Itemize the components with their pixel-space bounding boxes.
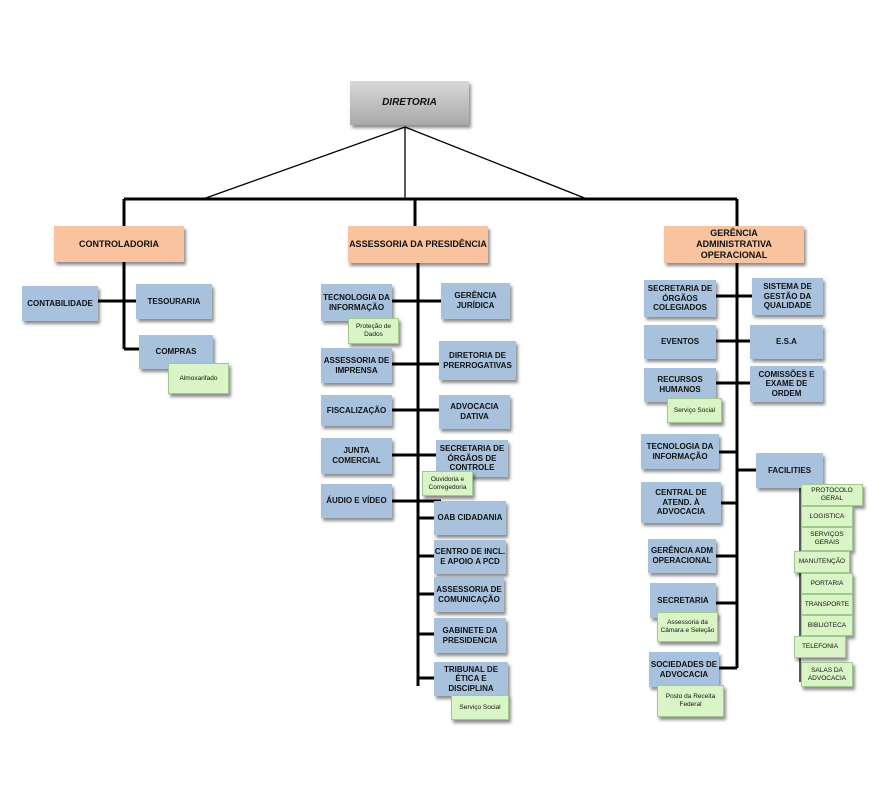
diretoria-prerrogativas-label: DIRETORIA DE PRERROGATIVAS bbox=[443, 350, 512, 370]
fiscalizacao-box: FISCALIZAÇÃO bbox=[321, 395, 392, 426]
servicos-gerais-label: SERVIÇOS GERAIS bbox=[810, 531, 844, 546]
compras-label: COMPRAS bbox=[155, 347, 197, 357]
servico-social-box: Serviço Social bbox=[451, 695, 509, 720]
tecnologia-informacao-box: TECNOLOGIA DA INFORMAÇÃO bbox=[321, 284, 392, 321]
diretoria-prerrogativas-box: DIRETORIA DE PRERROGATIVAS bbox=[439, 341, 516, 380]
protecao-dados-box: Proteção de Dados bbox=[348, 318, 399, 344]
recursos-humanos-box: RECURSOS HUMANOS bbox=[644, 368, 716, 402]
eventos-label: EVENTOS bbox=[660, 337, 700, 347]
comissoes-label: COMISSÕES E EXAME DE ORDEM bbox=[758, 369, 815, 398]
logistica-box: LOGISTICA bbox=[801, 506, 853, 527]
tecnologia-informacao-label: TECNOLOGIA DA INFORMAÇÃO bbox=[323, 292, 390, 312]
sociedades-advocacia-box: SOCIEDADES DE ADVOCACIA bbox=[649, 652, 719, 687]
assessoria-camara-label: Assessoria da Câmara e Seleção bbox=[660, 619, 715, 634]
esa-box: E.S.A bbox=[750, 325, 823, 359]
rh-servico-social-label: Serviço Social bbox=[673, 406, 716, 414]
contabilidade-box: CONTABILIDADE bbox=[22, 286, 98, 321]
central-atendimento-box: CENTRAL DE ATEND. À ADVOCACIA bbox=[641, 482, 721, 523]
posto-receita-box: Posto da Receita Federal bbox=[657, 685, 724, 717]
gerencia-adm-box: GERÊNCIA ADMINISTRATIVA OPERACIONAL bbox=[664, 226, 804, 263]
gabinete-label: GABINETE DA PRESIDENCIA bbox=[442, 625, 498, 645]
advocacia-dativa-box: ADVOCACIA DATIVA bbox=[439, 395, 510, 429]
assessoria-imprensa-box: ASSESSORIA DE IMPRENSA bbox=[321, 348, 392, 383]
protocolo-geral-box: PROTOCOLO GERAL bbox=[801, 484, 863, 506]
sistema-gestao-label: SISTEMA DE GESTÃO DA QUALIDADE bbox=[763, 282, 812, 311]
gerencia-tecnologia-box: TECNOLOGIA DA INFORMAÇÃO bbox=[641, 434, 719, 469]
protecao-dados-label: Proteção de Dados bbox=[355, 323, 392, 338]
manutencao-label: MANUTENÇÃO bbox=[798, 558, 846, 566]
transporte-label: TRANSPORTE bbox=[804, 600, 850, 608]
rh-servico-social-box: Serviço Social bbox=[667, 398, 722, 423]
tesouraria-box: TESOURARIA bbox=[136, 284, 212, 319]
fiscalizacao-label: FISCALIZAÇÃO bbox=[326, 405, 387, 415]
comissoes-box: COMISSÕES E EXAME DE ORDEM bbox=[750, 366, 823, 402]
recursos-humanos-label: RECURSOS HUMANOS bbox=[657, 375, 703, 394]
diretoria-box: DIRETORIA bbox=[350, 81, 469, 125]
biblioteca-label: BIBLIOTECA bbox=[807, 621, 847, 629]
portaria-box: PORTARIA bbox=[801, 573, 853, 594]
facilities-label: FACILITIES bbox=[767, 465, 812, 475]
assessoria-presidencia-box: ASSESSORIA DA PRESIDÊNCIA bbox=[348, 226, 488, 263]
secretaria-label: SECRETARIA bbox=[657, 595, 709, 605]
secretaria-orgaos-controle-label: SECRETARIA DE ÓRGÃOS DE CONTROLE bbox=[439, 444, 505, 473]
ouvidoria-box: Ouvidoria e Corregedoria bbox=[422, 471, 473, 496]
gerencia-adm-label: GERÊNCIA ADMINISTRATIVA OPERACIONAL bbox=[696, 228, 772, 260]
almoxarifado-box: Almoxarifado bbox=[168, 363, 229, 394]
advocacia-dativa-label: ADVOCACIA DATIVA bbox=[450, 402, 499, 421]
logistica-label: LOGISTICA bbox=[809, 512, 845, 520]
biblioteca-box: BIBLIOTECA bbox=[801, 615, 853, 636]
telefonia-label: TELEFONIA bbox=[801, 643, 839, 651]
manutencao-box: MANUTENÇÃO bbox=[794, 551, 850, 573]
junta-comercial-label: JUNTA COMERCIAL bbox=[332, 446, 381, 465]
junta-comercial-box: JUNTA COMERCIAL bbox=[321, 438, 392, 474]
telefonia-box: TELEFONIA bbox=[794, 636, 846, 658]
diretoria-label: DIRETORIA bbox=[382, 97, 437, 108]
assessoria-camara-box: Assessoria da Câmara e Seleção bbox=[657, 612, 718, 642]
assessoria-comunicacao-label: ASSESSORIA DE COMUNICAÇÃO bbox=[436, 584, 502, 604]
salas-advocacia-box: SALAS DA ADVOCACIA bbox=[801, 662, 853, 687]
protocolo-geral-label: PROTOCOLO GERAL bbox=[811, 487, 853, 502]
controladoria-box: CONTROLADORIA bbox=[54, 226, 184, 262]
audio-video-box: ÁUDIO E VÍDEO bbox=[321, 484, 392, 518]
gerencia-tecnologia-label: TECNOLOGIA DA INFORMAÇÃO bbox=[646, 441, 714, 461]
oab-cidadania-label: OAB CIDADANIA bbox=[437, 513, 503, 523]
secretaria-orgaos-controle-box: SECRETARIA DE ÓRGÃOS DE CONTROLE bbox=[436, 440, 508, 477]
tribunal-etica-box: TRIBUNAL DE ÉTICA E DISCIPLINA bbox=[434, 662, 508, 696]
almoxarifado-label: Almoxarifado bbox=[179, 374, 218, 382]
posto-receita-label: Posto da Receita Federal bbox=[665, 693, 716, 708]
sociedades-advocacia-label: SOCIEDADES DE ADVOCACIA bbox=[650, 659, 718, 679]
tribunal-etica-label: TRIBUNAL DE ÉTICA E DISCIPLINA bbox=[443, 664, 499, 693]
secretaria-colegiados-box: SECRETARIA DE ÓRGÃOS COLEGIADOS bbox=[644, 280, 716, 317]
assessoria-presidencia-label: ASSESSORIA DA PRESIDÊNCIA bbox=[349, 239, 487, 250]
audio-video-label: ÁUDIO E VÍDEO bbox=[326, 496, 387, 506]
sistema-gestao-box: SISTEMA DE GESTÃO DA QUALIDADE bbox=[752, 278, 823, 315]
centro-pcd-label: CENTRO DE INCL. E APOIO A PCD bbox=[434, 547, 506, 566]
gerencia-adm-operacional-box: GERÊNCIA ADM OPERACIONAL bbox=[648, 539, 716, 573]
transporte-box: TRANSPORTE bbox=[801, 594, 853, 615]
assessoria-imprensa-label: ASSESSORIA DE IMPRENSA bbox=[323, 355, 390, 375]
ouvidoria-label: Ouvidoria e Corregedoria bbox=[428, 475, 467, 491]
oab-cidadania-box: OAB CIDADANIA bbox=[434, 501, 506, 535]
centro-pcd-box: CENTRO DE INCL. E APOIO A PCD bbox=[434, 540, 506, 574]
controladoria-label: CONTROLADORIA bbox=[79, 238, 159, 249]
eventos-box: EVENTOS bbox=[644, 325, 716, 359]
gabinete-box: GABINETE DA PRESIDENCIA bbox=[434, 618, 506, 653]
gerencia-juridica-box: GERÊNCIA JURÍDICA bbox=[441, 283, 510, 319]
salas-advocacia-label: SALAS DA ADVOCACIA bbox=[807, 666, 847, 682]
gerencia-juridica-label: GERÊNCIA JURÍDICA bbox=[454, 291, 497, 310]
gerencia-adm-operacional-label: GERÊNCIA ADM OPERACIONAL bbox=[650, 546, 714, 565]
esa-label: E.S.A bbox=[776, 337, 797, 347]
portaria-label: PORTARIA bbox=[810, 579, 844, 587]
facilities-box: FACILITIES bbox=[756, 453, 823, 488]
contabilidade-label: CONTABILIDADE bbox=[27, 298, 93, 308]
secretaria-colegiados-label: SECRETARIA DE ÓRGÃOS COLEGIADOS bbox=[647, 284, 713, 313]
tesouraria-label: TESOURARIA bbox=[147, 296, 201, 306]
servicos-gerais-box: SERVIÇOS GERAIS bbox=[801, 527, 853, 551]
assessoria-comunicacao-box: ASSESSORIA DE COMUNICAÇÃO bbox=[434, 577, 504, 612]
central-atendimento-label: CENTRAL DE ATEND. À ADVOCACIA bbox=[655, 488, 707, 517]
servico-social-label: Serviço Social bbox=[459, 703, 501, 711]
